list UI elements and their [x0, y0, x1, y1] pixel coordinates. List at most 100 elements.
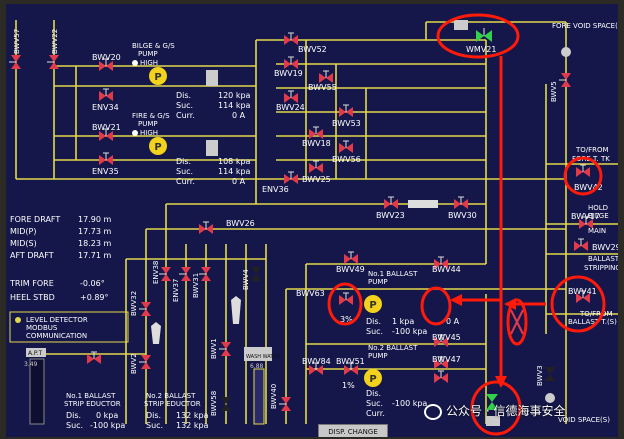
valve-bwv49[interactable]: BWV49	[336, 251, 365, 274]
svg-text:BWV42: BWV42	[574, 183, 603, 192]
svg-text:BWV58: BWV58	[210, 391, 218, 416]
valve-bwv51[interactable]: BWV51	[336, 357, 365, 376]
svg-text:17.73 m: 17.73 m	[78, 227, 111, 236]
svg-text:BWV1: BWV1	[210, 338, 218, 359]
ballast-pump-1-pct: 3%	[340, 315, 353, 324]
svg-text:MID(S): MID(S)	[10, 239, 37, 248]
valve-bwv26[interactable]: BWV26	[198, 219, 255, 235]
valve-bwv1[interactable]: BWV1	[210, 338, 232, 359]
valve-bwv47[interactable]: BWV47	[432, 355, 461, 370]
tag-ballast-tk: BALLAST T.(S)	[568, 318, 617, 326]
svg-text:MODBUS: MODBUS	[26, 324, 58, 332]
eductor-2	[231, 296, 241, 324]
valve-bwv40[interactable]: BWV40	[270, 384, 292, 412]
ballast-pump-2[interactable]: P	[364, 369, 382, 387]
bilge-high-indicator	[132, 60, 138, 66]
level-detector-panel[interactable]: LEVEL DETECTOR MODBUS COMMUNICATION	[9, 311, 129, 343]
valve-wmv21[interactable]: WMV21	[466, 27, 496, 54]
valve-bwv41[interactable]: BWV41	[568, 287, 597, 304]
fire-gs-pump[interactable]: P	[149, 137, 167, 155]
valve-bwv57[interactable]: BWV57	[8, 29, 22, 70]
valve-bwv44[interactable]: BWV44	[432, 256, 461, 274]
bilge-gs-pump[interactable]: P	[149, 67, 167, 85]
valve-bwv31[interactable]: BWV31	[192, 266, 212, 298]
valve-bwv5[interactable]: BWV5	[550, 72, 572, 102]
svg-text:+0.89°: +0.89°	[80, 293, 109, 302]
valve-bwv23[interactable]: BWV23	[376, 196, 405, 220]
valve-bwv30[interactable]: BWV30	[448, 196, 477, 220]
svg-text:Suc.: Suc.	[146, 421, 163, 430]
valve-bwv2[interactable]: BWV2	[130, 353, 152, 374]
valve-env35[interactable]: ENV35	[92, 152, 119, 176]
valve-bwv58[interactable]: BWV58	[210, 391, 231, 416]
svg-text:108 kpa: 108 kpa	[218, 157, 251, 166]
valve-bwv19[interactable]: BWV19	[274, 56, 303, 78]
valve-env36[interactable]: ENV36	[262, 171, 299, 194]
valve-bwv22[interactable]: BWV22	[46, 29, 60, 70]
valve-bwv42[interactable]: BWV42	[574, 164, 603, 192]
svg-text:17.71 m: 17.71 m	[78, 251, 111, 260]
valve-bwv4[interactable]: BWV4	[242, 267, 261, 290]
ballast-pump-1-readout: Dis.1 kpa Suc.-100 kpa 0 A	[366, 317, 460, 336]
tag-hold: HOLD	[588, 204, 608, 212]
tag-to-from-ballast: TO/FROM	[579, 310, 613, 318]
svg-text:Dis.: Dis.	[366, 317, 381, 326]
svg-text:BWV5: BWV5	[550, 81, 558, 102]
svg-text:A.P.T: A.P.T	[28, 350, 42, 357]
svg-text:P: P	[154, 72, 161, 83]
valve-bwv3[interactable]: BWV3	[536, 365, 555, 386]
eductor-1-readout: No.1 BALLAST STRIP EDUCTOR Dis.0 kpa Suc…	[64, 392, 125, 430]
svg-text:114 kpa: 114 kpa	[218, 101, 251, 110]
svg-text:BWV19: BWV19	[274, 69, 303, 78]
piping-diagram: P BILGE & G/S PUMP HIGH P FIRE & G/S PUM…	[8, 13, 618, 436]
disp-change-button[interactable]: DISP. CHANGE	[318, 424, 388, 437]
valve-env34[interactable]: ENV34	[92, 88, 119, 112]
svg-text:BWV29: BWV29	[592, 243, 618, 252]
valve-bwv18[interactable]: BWV18	[302, 126, 331, 148]
ballast-pump-1[interactable]: P	[364, 295, 382, 313]
valve-bwv21[interactable]: BWV21	[92, 123, 121, 142]
bilge-high-label: HIGH	[140, 59, 158, 67]
red-annotations	[327, 13, 606, 436]
valve-bwv55[interactable]: BWV55	[308, 70, 337, 92]
valve-bwv53[interactable]: BWV53	[332, 104, 361, 128]
valve-bwv48[interactable]	[433, 370, 449, 384]
svg-text:ENV38: ENV38	[152, 261, 160, 284]
svg-text:-100 kpa: -100 kpa	[392, 327, 427, 336]
svg-text:132 kpa: 132 kpa	[176, 411, 209, 420]
valve-bwv25[interactable]: BWV25	[302, 160, 331, 184]
ballast-pump-2-pct: 1%	[342, 381, 355, 390]
tag-bilge: BILGE	[588, 212, 609, 220]
valve-bwv63[interactable]: BWV63	[296, 289, 354, 306]
svg-text:Dis.: Dis.	[176, 157, 191, 166]
valve-bwv17[interactable]: BWV17	[571, 212, 600, 230]
valve-env38[interactable]: ENV38	[152, 261, 172, 284]
svg-text:BWV32: BWV32	[130, 291, 138, 316]
valve-bwv84[interactable]: BWV84	[302, 357, 331, 376]
ballast-pump-1-sub: PUMP	[368, 278, 388, 286]
valve-bwv20[interactable]: BWV20	[92, 53, 121, 72]
svg-text:ENV35: ENV35	[92, 167, 119, 176]
valve-bwv52[interactable]: BWV52	[283, 32, 327, 54]
svg-text:BWV30: BWV30	[448, 211, 477, 220]
svg-text:BWV51: BWV51	[336, 357, 365, 366]
svg-text:Curr.: Curr.	[366, 409, 385, 418]
svg-text:BWV52: BWV52	[298, 45, 327, 54]
svg-text:BWV47: BWV47	[432, 355, 461, 364]
valve-bwv29[interactable]: BWV29	[573, 238, 618, 252]
wechat-icon	[424, 403, 442, 420]
ballast-pump-2-sub: PUMP	[368, 352, 388, 360]
valve-bwv32[interactable]: BWV32	[130, 291, 152, 317]
ballast-control-screen: P BILGE & G/S PUMP HIGH P FIRE & G/S PUM…	[6, 4, 618, 437]
valve-bwv45[interactable]: BWV45	[432, 333, 461, 348]
svg-text:STRIP EDUCTOR: STRIP EDUCTOR	[64, 400, 121, 408]
svg-text:BWV84: BWV84	[302, 357, 331, 366]
valve-bwv24[interactable]: BWV24	[276, 90, 305, 112]
svg-text:BWV24: BWV24	[276, 103, 305, 112]
svg-text:BWV22: BWV22	[51, 29, 59, 54]
bilge-strainer	[206, 70, 218, 86]
fire-pump-sub: PUMP	[138, 120, 158, 128]
svg-text:MID(P): MID(P)	[10, 227, 37, 236]
valve-env37[interactable]: ENV37	[172, 266, 192, 302]
valve-bwv56[interactable]: BWV56	[332, 140, 361, 164]
